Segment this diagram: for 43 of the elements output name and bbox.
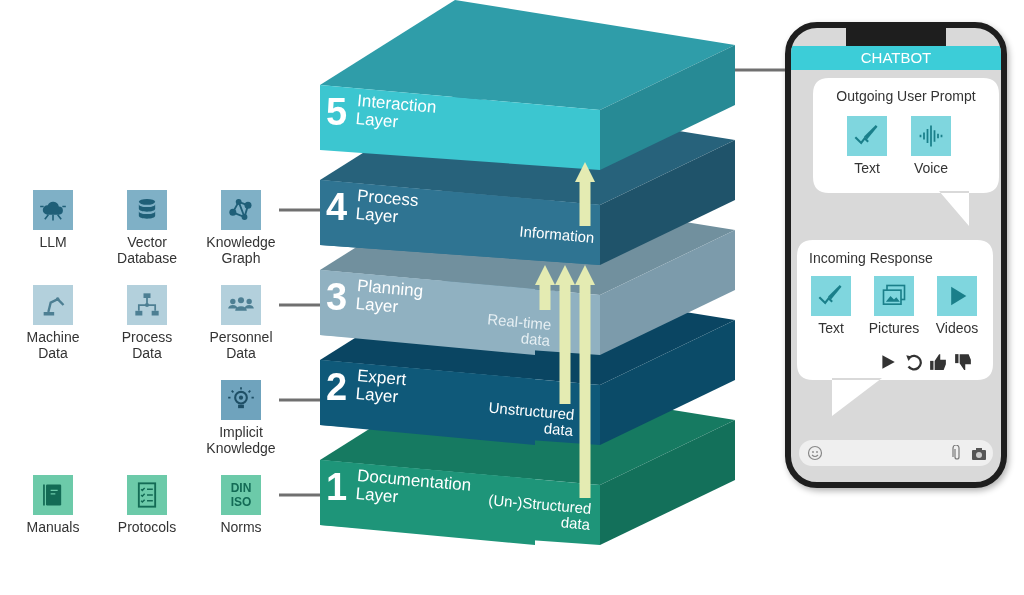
connector-line bbox=[735, 68, 785, 72]
smartphone bbox=[785, 22, 1007, 488]
connector-line bbox=[279, 398, 320, 402]
icon-caption: Text bbox=[818, 320, 844, 336]
standards-tile: DIN ISO bbox=[221, 475, 261, 515]
icon-caption: Videos bbox=[935, 320, 979, 336]
icon-caption: Knowledge Graph bbox=[205, 234, 277, 266]
bubble-heading: Outgoing User Prompt bbox=[835, 88, 977, 104]
edge-label: Real-time data bbox=[485, 310, 552, 349]
icon-caption: Manuals bbox=[26, 519, 80, 535]
layer-number: 1 bbox=[326, 467, 348, 507]
icon-caption: Protocols bbox=[117, 519, 177, 535]
upward-arrow bbox=[575, 162, 595, 226]
icon-caption: Implicit Knowledge bbox=[205, 424, 277, 456]
icon-caption: Pictures bbox=[868, 320, 920, 336]
app-title-bar: CHATBOT bbox=[791, 46, 1001, 70]
icon-caption: Machine Data bbox=[25, 329, 81, 361]
connector-line bbox=[279, 303, 320, 307]
connector-line bbox=[279, 208, 320, 212]
layer-number: 4 bbox=[326, 187, 348, 227]
icon-caption: Norms bbox=[220, 519, 262, 535]
layer-title: Expert Layer bbox=[354, 367, 407, 408]
icon-caption: Personnel Data bbox=[208, 329, 274, 361]
icon-caption: Text bbox=[854, 160, 880, 176]
layer-number: 2 bbox=[326, 367, 348, 407]
icon-caption: LLM bbox=[39, 234, 67, 250]
edge-label: (Un-)Structured data bbox=[486, 490, 592, 533]
layer-number: 3 bbox=[326, 277, 348, 317]
layer-title: Interaction Layer bbox=[354, 92, 438, 134]
upward-arrow bbox=[555, 265, 575, 404]
layer-title: Process Layer bbox=[354, 187, 420, 229]
icon-caption: Vector Database bbox=[116, 234, 178, 266]
connector-line bbox=[279, 493, 320, 497]
upward-arrow bbox=[535, 265, 555, 310]
icon-caption: Process Data bbox=[120, 329, 174, 361]
upward-arrow bbox=[575, 265, 595, 498]
layer-number: 5 bbox=[326, 92, 348, 132]
bubble-heading: Incoming Response bbox=[809, 250, 933, 266]
layer-title: Documentation Layer bbox=[354, 467, 472, 509]
layer-title: Planning Layer bbox=[354, 277, 424, 319]
edge-label: Unstructured data bbox=[487, 398, 575, 439]
icon-caption: Voice bbox=[913, 160, 949, 176]
edge-label: Information bbox=[517, 221, 595, 246]
